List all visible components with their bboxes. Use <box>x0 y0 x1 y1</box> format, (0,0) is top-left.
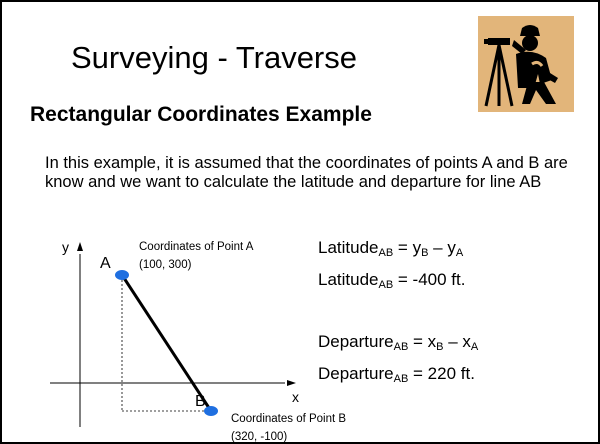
x-axis-arrow <box>287 380 296 386</box>
point-b-label: B <box>195 393 206 410</box>
departure-formula: DepartureAB = xB – xA <box>318 332 478 352</box>
x-axis-label: x <box>292 389 299 405</box>
point-b-marker <box>204 406 218 416</box>
latitude-formula: LatitudeAB = yB – yA <box>318 238 463 258</box>
point-a-label: A <box>100 255 111 272</box>
point-a-coords: (100, 300) <box>139 259 192 271</box>
y-axis-label: y <box>62 239 69 255</box>
point-b-caption: Coordinates of Point B <box>231 413 346 425</box>
y-axis-arrow <box>77 242 83 251</box>
departure-result: DepartureAB = 220 ft. <box>318 364 475 384</box>
latitude-result: LatitudeAB = -400 ft. <box>318 270 465 290</box>
point-b-coords: (320, -100) <box>231 431 287 443</box>
line-ab <box>122 275 211 411</box>
point-a-marker <box>115 270 129 280</box>
point-a-caption: Coordinates of Point A <box>139 241 254 253</box>
